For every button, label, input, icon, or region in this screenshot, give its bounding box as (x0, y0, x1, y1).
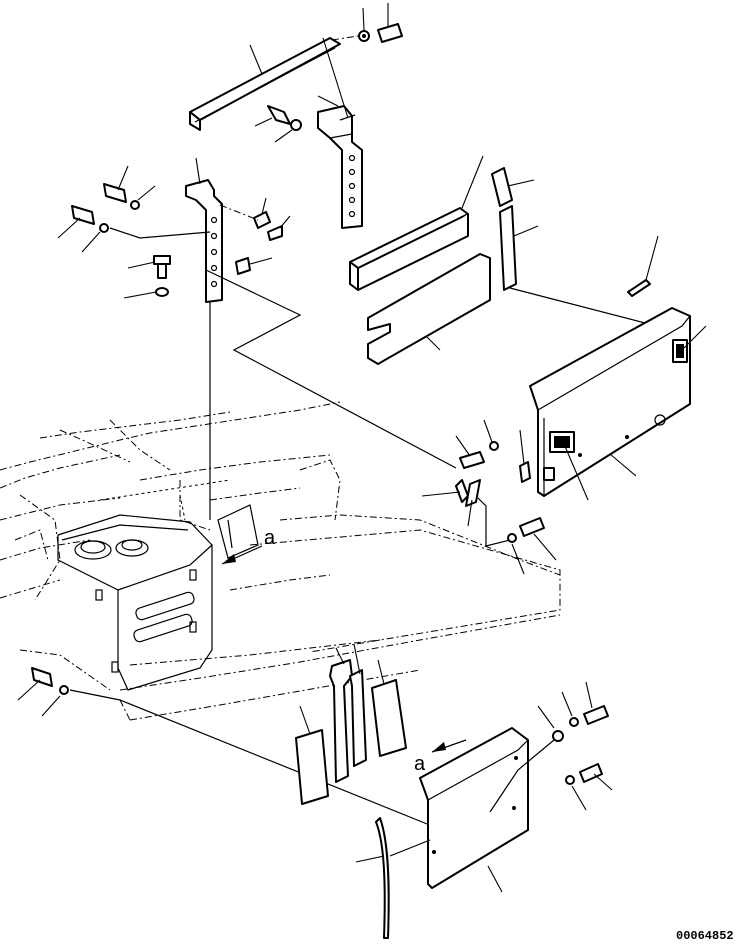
assembly-line (205, 269, 457, 469)
frame-bracket (217, 504, 259, 559)
side-door-lower (419, 727, 529, 889)
leader-line (57, 217, 81, 239)
pad-right (371, 679, 407, 757)
leader-line (507, 179, 535, 187)
leader-line (274, 129, 293, 143)
center-line (477, 497, 511, 547)
leader-line (17, 679, 41, 701)
revolving-frame (0, 401, 561, 721)
leader-line (254, 117, 273, 127)
nut-bolt-left-bracket (253, 211, 283, 241)
leader-line (483, 419, 493, 443)
hinge-bolts (459, 441, 545, 543)
leader-line (571, 785, 587, 811)
bolt-vertical-left (153, 255, 171, 297)
leader-line (487, 865, 503, 893)
leader-line (683, 325, 707, 349)
leader-line (467, 499, 473, 527)
pad-curved (329, 659, 367, 783)
bolt-top (358, 23, 403, 43)
leader-line (127, 261, 156, 269)
center-line (331, 35, 359, 41)
center-line (389, 839, 431, 857)
door-stopper (627, 279, 651, 297)
assembly-line (69, 689, 443, 831)
view-arrow-frame: a (221, 527, 276, 565)
seal-strip-vertical (491, 167, 517, 291)
bolt-right-bracket (267, 105, 302, 131)
side-door-right (529, 307, 691, 497)
leader-line (609, 453, 637, 477)
view-label-a: a (414, 753, 426, 775)
drawing-number: 00064852 (676, 929, 734, 943)
leader-line (195, 157, 201, 185)
leader-line (519, 429, 525, 465)
leader-line (335, 647, 345, 665)
clip (235, 257, 251, 275)
leader-line (355, 855, 385, 863)
center-line (219, 204, 259, 221)
leader-line (353, 643, 361, 675)
leader-line (593, 773, 613, 791)
bolts-lower-right (552, 705, 609, 785)
leader-line (421, 491, 461, 497)
leader-line (513, 225, 539, 237)
view-arrow-cover: a (414, 739, 467, 775)
bolt-mid-left (71, 205, 109, 233)
leader-line (261, 197, 267, 215)
leader-line (137, 185, 156, 201)
leader-line (537, 705, 555, 729)
door-hinge (455, 461, 531, 507)
leader-line (249, 44, 263, 75)
leader-line (645, 235, 659, 281)
leader-line (455, 435, 471, 457)
leader-line (511, 543, 525, 575)
leader-line (362, 7, 365, 31)
center-line (489, 739, 555, 813)
leader-line (425, 335, 441, 351)
seal-strip-upper (349, 207, 469, 291)
leader-line (249, 257, 273, 265)
leader-line (123, 291, 157, 299)
leader-line (377, 659, 385, 685)
leader-line (279, 215, 291, 229)
view-label-a: a (264, 527, 276, 549)
leader-line (533, 533, 557, 561)
leader-line (461, 155, 484, 209)
tank-cover-body (57, 514, 213, 691)
leader-line (585, 681, 593, 709)
leader-line (299, 705, 311, 735)
leader-line (317, 95, 339, 107)
leader-line (81, 231, 101, 253)
seal-curved (375, 817, 390, 939)
support-rail (189, 37, 341, 131)
center-line (109, 227, 211, 239)
upright-bracket-right (317, 105, 363, 229)
leader-line (322, 37, 349, 119)
insulation-panel (367, 253, 491, 365)
leader-line (41, 695, 61, 717)
leader-line (561, 691, 573, 717)
leader-line (563, 443, 589, 501)
pad-left (295, 729, 329, 805)
bolt-upper-left (103, 183, 140, 210)
bolt-lower-left (31, 667, 69, 695)
leader-line (117, 165, 129, 191)
upright-bracket-left (185, 179, 223, 303)
